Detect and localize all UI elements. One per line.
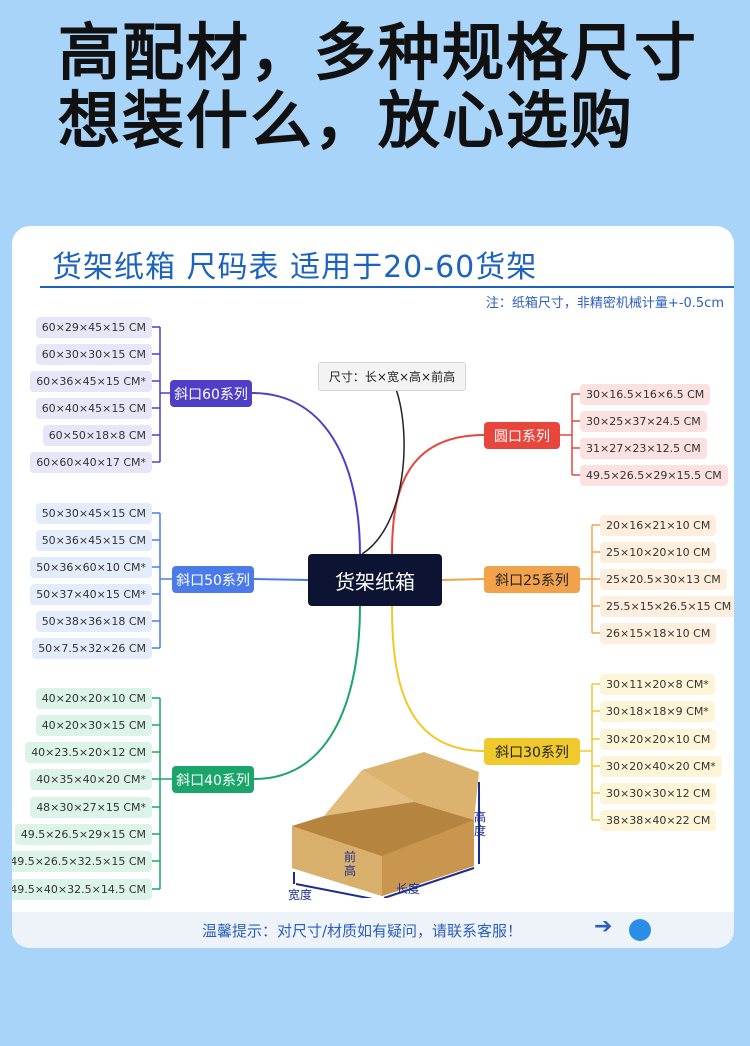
size-pill: 50×36×45×15 CM — [35, 529, 152, 551]
size-pill: 30×20×40×20 CM* — [600, 755, 722, 777]
center-node: 货架纸箱 — [308, 554, 442, 606]
series-node-4: 圆口系列 — [484, 422, 560, 449]
footer-bar: 温馨提示：对尺寸/材质如有疑问，请联系客服！ ➔ — [12, 912, 734, 948]
box-length-label: 长度 — [396, 882, 421, 896]
series-node-5: 斜口25系列 — [484, 566, 580, 593]
size-pill: 60×30×30×15 CM — [35, 343, 152, 365]
size-pill: 25.5×15×26.5×15 CM — [600, 595, 734, 617]
size-chart-card: 货架纸箱 尺码表 适用于20-60货架 注：纸箱尺寸，非精密机械计量+-0.5c… — [12, 226, 734, 948]
size-pill: 60×36×45×15 CM* — [30, 370, 152, 392]
size-pill: 26×15×18×10 CM — [600, 622, 717, 644]
arrow-right-icon: ➔ — [594, 914, 613, 939]
size-pill: 38×38×40×22 CM — [600, 809, 717, 831]
size-pill: 30×20×20×10 CM — [600, 728, 717, 750]
connector-2 — [253, 578, 309, 581]
headline-line-1: 高配材，多种规格尺寸 — [58, 16, 699, 89]
size-pill: 30×11×20×8 CM* — [600, 673, 715, 695]
dimension-connector — [361, 388, 405, 555]
card-title: 货架纸箱 尺码表 适用于20-60货架 — [52, 250, 538, 285]
size-pill: 40×23.5×20×12 CM — [25, 741, 152, 763]
size-pill: 50×37×40×15 CM* — [30, 583, 152, 605]
size-pill: 60×60×40×17 CM* — [30, 451, 152, 473]
series-node-6: 斜口30系列 — [484, 738, 580, 765]
size-pill: 40×35×40×20 CM* — [30, 768, 152, 790]
size-pill: 40×20×20×10 CM — [35, 687, 152, 709]
size-pill: 30×25×37×24.5 CM — [580, 410, 707, 432]
customer-service-icon[interactable] — [629, 919, 651, 941]
size-pill: 31×27×23×12.5 CM — [580, 437, 707, 459]
size-pill: 50×30×45×15 CM — [35, 502, 152, 524]
connector-6 — [391, 605, 485, 752]
size-pill: 49.5×26.5×32.5×15 CM — [12, 850, 152, 872]
connector-3 — [253, 605, 361, 780]
connector-1 — [251, 392, 361, 555]
box-front-height-label: 前高 — [344, 850, 357, 878]
size-pill: 49.5×26.5×29×15 CM — [14, 823, 152, 845]
size-pill: 49.5×26.5×29×15.5 CM — [580, 464, 728, 486]
size-pill: 49.5×40×32.5×14.5 CM — [12, 878, 152, 900]
size-pill: 50×36×60×10 CM* — [30, 556, 152, 578]
size-pill: 30×30×30×12 CM — [600, 782, 717, 804]
series-node-2: 斜口50系列 — [172, 566, 254, 593]
headline-line-2: 想装什么，放心选购 — [58, 84, 635, 157]
size-pill: 40×20×30×15 CM — [35, 714, 152, 736]
size-pill: 20×16×21×10 CM — [600, 514, 717, 536]
size-pill: 25×10×20×10 CM — [600, 541, 717, 563]
cardboard-box-illustration — [292, 752, 480, 898]
size-pill: 30×16.5×16×6.5 CM — [580, 383, 711, 405]
size-pill: 60×29×45×15 CM — [35, 316, 152, 338]
box-width-label: 宽度 — [288, 888, 313, 902]
title-underline — [40, 286, 734, 288]
connector-5 — [441, 578, 485, 581]
size-pill: 25×20.5×30×13 CM — [600, 568, 727, 590]
size-pill: 50×38×36×18 CM — [35, 610, 152, 632]
series-node-3: 斜口40系列 — [172, 766, 254, 793]
mindmap-connectors — [152, 326, 600, 890]
size-pill: 50×7.5×32×26 CM — [32, 637, 152, 659]
connector-4 — [391, 434, 485, 555]
size-pill: 48×30×27×15 CM* — [30, 796, 152, 818]
size-pill: 30×18×18×9 CM* — [600, 700, 715, 722]
size-pill: 60×40×45×15 CM — [35, 397, 152, 419]
size-pill: 60×50×18×8 CM — [42, 424, 152, 446]
dimension-label: 尺寸：长×宽×高×前高 — [318, 362, 466, 391]
box-height-label: 高度 — [474, 810, 487, 838]
measurement-note: 注：纸箱尺寸，非精密机械计量+-0.5cm — [485, 296, 724, 311]
footer-tip: 温馨提示：对尺寸/材质如有疑问，请联系客服！ — [202, 922, 523, 940]
series-node-1: 斜口60系列 — [170, 380, 252, 407]
